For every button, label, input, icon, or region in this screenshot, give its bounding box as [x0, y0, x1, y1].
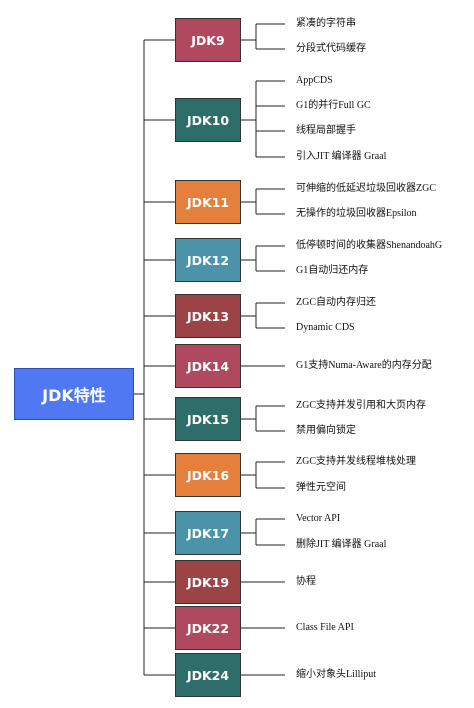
- node-jdk14: JDK14: [175, 344, 241, 388]
- node-jdk16: JDK16: [175, 453, 241, 497]
- feature-jdk16-1: 弹性元空间: [296, 482, 346, 493]
- feature-jdk10-2: 线程局部握手: [296, 125, 356, 136]
- feature-jdk10-0: AppCDS: [296, 75, 333, 86]
- feature-jdk24-0: 缩小对象头Lilliput: [296, 669, 376, 680]
- feature-jdk11-0: 可伸缩的低延迟垃圾回收器ZGC: [296, 183, 436, 194]
- feature-jdk11-1: 无操作的垃圾回收器Epsilon: [296, 208, 417, 219]
- feature-jdk19-0: 协程: [296, 576, 316, 587]
- node-jdk22: JDK22: [175, 606, 241, 650]
- feature-jdk10-3: 引入JIT 编译器 Graal: [296, 151, 387, 162]
- feature-jdk10-1: G1的并行Full GC: [296, 100, 371, 111]
- feature-jdk14-0: G1支持Numa-Aware的内存分配: [296, 360, 432, 371]
- feature-jdk15-0: ZGC支持并发引用和大页内存: [296, 400, 426, 411]
- feature-jdk17-0: Vector API: [296, 513, 341, 524]
- feature-jdk12-0: 低停顿时间的收集器ShenandoahG: [296, 240, 443, 251]
- node-jdk10: JDK10: [175, 98, 241, 142]
- node-jdk11: JDK11: [175, 180, 241, 224]
- node-jdk24: JDK24: [175, 653, 241, 697]
- feature-jdk13-0: ZGC自动内存归还: [296, 297, 376, 308]
- node-jdk13: JDK13: [175, 294, 241, 338]
- root-node: JDK特性: [14, 368, 134, 420]
- node-jdk9: JDK9: [175, 18, 241, 62]
- feature-jdk9-1: 分段式代码缓存: [296, 43, 366, 54]
- node-jdk19: JDK19: [175, 560, 241, 604]
- feature-jdk22-0: Class File API: [296, 622, 354, 633]
- feature-jdk17-1: 删除JIT 编译器 Graal: [296, 539, 387, 550]
- node-jdk17: JDK17: [175, 511, 241, 555]
- feature-jdk15-1: 禁用偏向锁定: [296, 425, 356, 436]
- feature-jdk9-0: 紧凑的字符串: [296, 18, 356, 29]
- node-jdk12: JDK12: [175, 238, 241, 282]
- feature-jdk12-1: G1自动归还内存: [296, 265, 369, 276]
- feature-jdk13-1: Dynamic CDS: [296, 322, 355, 333]
- node-jdk15: JDK15: [175, 397, 241, 441]
- feature-jdk16-0: ZGC支持并发线程堆栈处理: [296, 456, 416, 467]
